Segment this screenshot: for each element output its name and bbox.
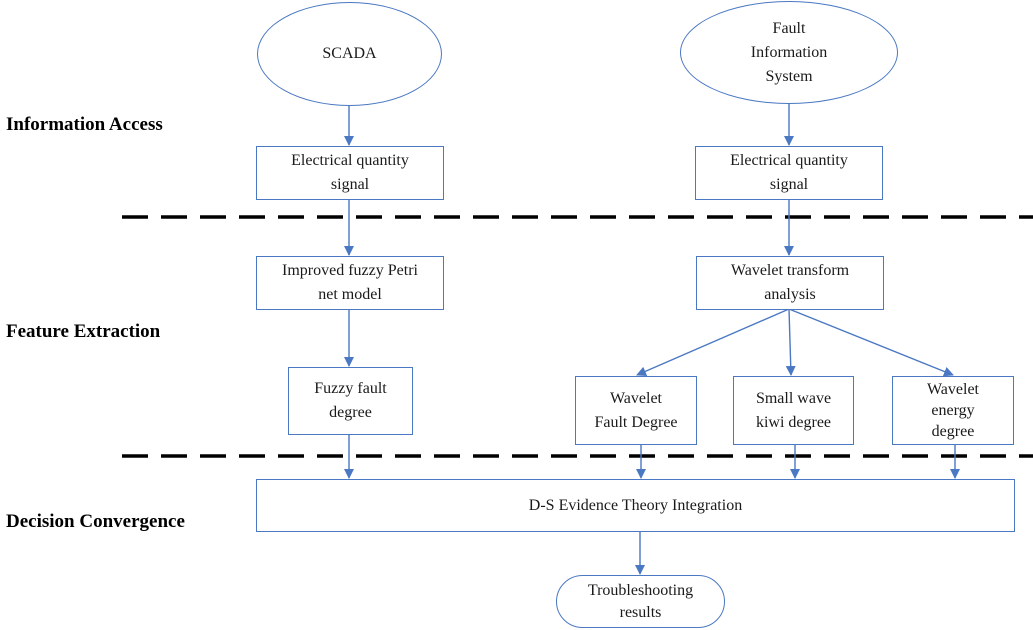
- signal-left-line-1: Electrical quantity: [291, 152, 409, 169]
- stage-label-information-access: Information Access: [6, 114, 163, 135]
- energy-line-3: degree: [931, 423, 975, 440]
- electrical-signal-right-node: Electrical quantity signal: [695, 146, 883, 200]
- stage-label-feature-extraction: Feature Extraction: [6, 321, 161, 342]
- arrow-wavelet-to-kiwi: [785, 308, 796, 376]
- wavelet-fault-degree-node: Wavelet Fault Degree: [575, 376, 697, 445]
- wavelet-fault-line-1: Wavelet: [609, 389, 662, 407]
- kiwi-line-1: Small wave: [755, 389, 832, 407]
- results-line-1: Troubleshooting: [587, 581, 694, 599]
- wavelet-energy-degree-node: Wavelet energy degree: [892, 376, 1014, 445]
- kiwi-line-2: kiwi degree: [755, 413, 832, 431]
- scada-source-node: SCADA: [257, 2, 442, 106]
- arrow-wavelet-to-energy: [788, 308, 954, 377]
- petri-line-1: Improved fuzzy Petri: [282, 262, 418, 279]
- signal-left-line-2: signal: [330, 176, 370, 193]
- wavelet-transform-line-1: Wavelet transform: [730, 262, 850, 279]
- signal-right-line-1: Electrical quantity: [730, 152, 848, 169]
- results-line-2: results: [619, 603, 662, 621]
- fis-label-line-3: System: [765, 67, 813, 85]
- wavelet-transform-node: Wavelet transform analysis: [696, 256, 884, 310]
- ds-integration-label: D-S Evidence Theory Integration: [528, 496, 743, 514]
- small-wave-kiwi-degree-node: Small wave kiwi degree: [733, 376, 854, 445]
- signal-right-line-2: signal: [769, 176, 809, 193]
- fis-label-line-2: Information: [750, 43, 828, 61]
- fault-information-system-node: Fault Information System: [680, 1, 898, 104]
- ds-evidence-integration-node: D-S Evidence Theory Integration: [256, 479, 1015, 532]
- wavelet-transform-line-2: analysis: [764, 286, 816, 303]
- scada-label: SCADA: [322, 45, 377, 62]
- arrow-wavelet-to-fault-degree: [636, 308, 790, 377]
- fuzzy-degree-line-2: degree: [329, 404, 372, 421]
- energy-line-1: Wavelet: [926, 381, 979, 398]
- wavelet-fault-line-2: Fault Degree: [594, 413, 678, 431]
- fuzzy-fault-degree-node: Fuzzy fault degree: [288, 367, 413, 435]
- energy-line-2: energy: [931, 402, 975, 419]
- electrical-signal-left-node: Electrical quantity signal: [256, 146, 444, 200]
- fuzzy-petri-net-node: Improved fuzzy Petri net model: [256, 256, 444, 310]
- troubleshooting-results-node: Troubleshooting results: [556, 575, 725, 628]
- fuzzy-degree-line-1: Fuzzy fault: [314, 380, 387, 397]
- fis-label-line-1: Fault: [772, 19, 806, 37]
- petri-line-2: net model: [318, 286, 382, 303]
- stage-label-decision-convergence: Decision Convergence: [6, 511, 185, 532]
